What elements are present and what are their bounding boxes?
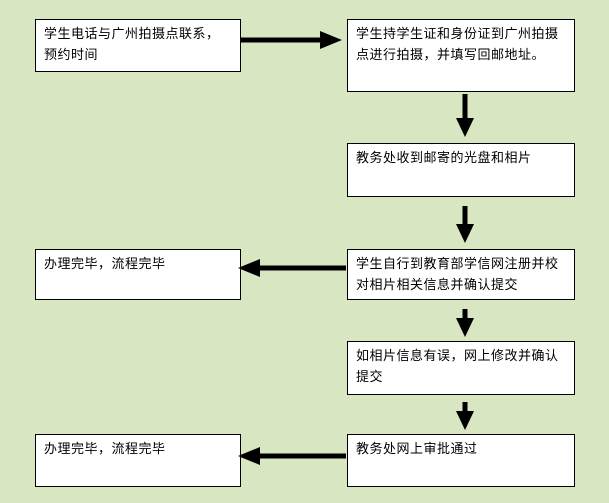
arrow-down-1 — [456, 94, 474, 137]
step-take-photo: 学生持学生证和身份证到广州拍摄点进行拍摄，并填写回邮地址。 — [347, 19, 575, 92]
arrow-down-4 — [456, 402, 474, 430]
arrow-left-1 — [238, 259, 346, 277]
step-modify-online: 如相片信息有误，网上修改并确认提交 — [347, 341, 575, 395]
arrow-down-2 — [456, 206, 474, 243]
step-receive-cd-photos: 教务处收到邮寄的光盘和相片 — [347, 143, 575, 197]
arrow-left-2 — [238, 447, 346, 465]
step-approval: 教务处网上审批通过 — [347, 434, 575, 487]
arrow-down-3 — [456, 309, 474, 337]
step-register-verify: 学生自行到教育部学信网注册并校对相片相关信息并确认提交 — [347, 249, 575, 300]
step-complete-2: 办理完毕，流程完毕 — [35, 434, 241, 487]
step-contact-photo-point: 学生电话与广州拍摄点联系，预约时间 — [35, 19, 241, 72]
step-complete-1: 办理完毕，流程完毕 — [35, 249, 241, 300]
arrow-right-1 — [241, 31, 342, 49]
